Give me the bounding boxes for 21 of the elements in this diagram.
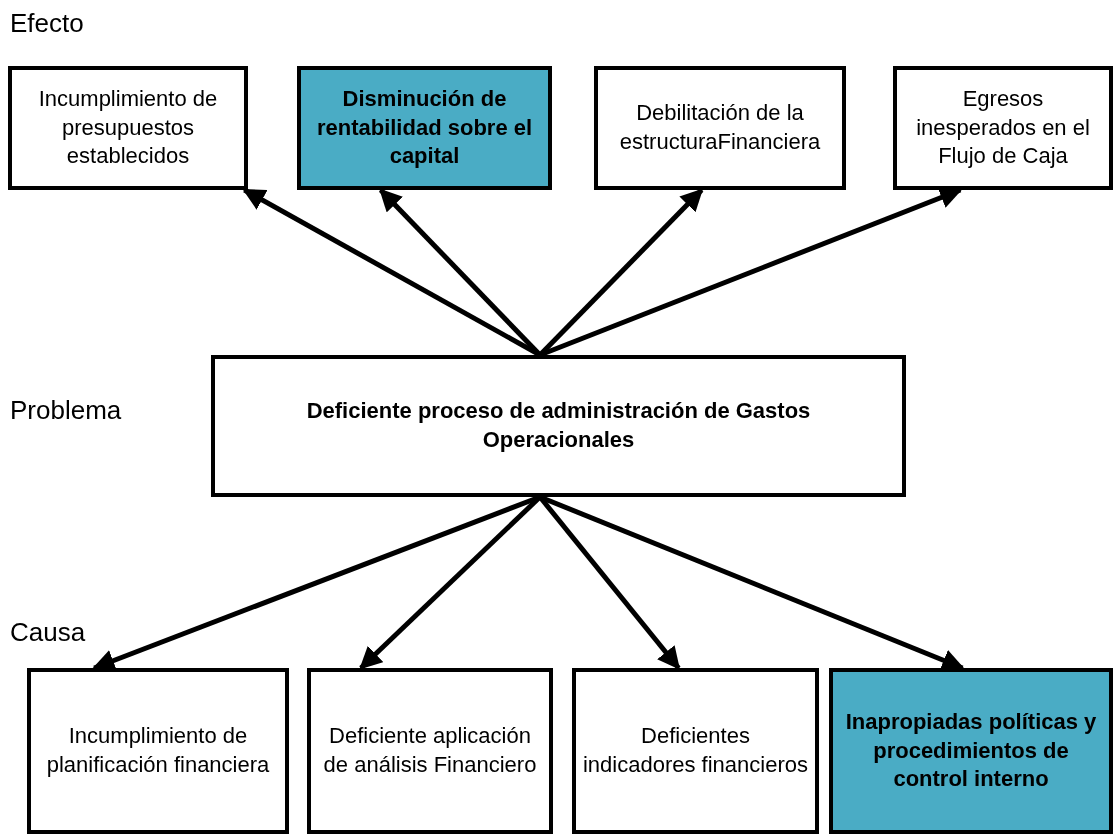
effect-box <box>893 66 1113 190</box>
level-label: Causa <box>10 617 86 648</box>
box-text: Disminución de rentabilidad sobre el capital <box>315 85 534 171</box>
box-text: Egresos inesperados en el Flujo de Caja <box>915 85 1091 171</box>
box-text: Deficientes indicadores financieros <box>582 722 809 779</box>
box-text: Incumplimiento de presupuestos establecidos <box>37 85 219 171</box>
box-text: Inapropiadas políticas y procedimientos de control interno <box>844 708 1098 794</box>
cause-box <box>307 668 553 834</box>
box-text: Deficiente proceso de administración de Gastos Operacionales <box>305 397 812 454</box>
level-label: Efecto <box>10 8 84 39</box>
box-text: Incumplimiento de planificación financiera <box>45 722 271 779</box>
effect-box <box>594 66 846 190</box>
effect-box <box>297 66 552 190</box>
cause-box <box>829 668 1113 834</box>
box-text: Deficiente aplicación de análisis Financiero <box>322 722 538 779</box>
box-text: Debilitación de la estructuraFinanciera <box>618 99 822 156</box>
cause-box <box>27 668 289 834</box>
problem-box <box>211 355 906 497</box>
level-label: Problema <box>10 395 122 426</box>
effect-box <box>8 66 248 190</box>
cause-box <box>572 668 819 834</box>
